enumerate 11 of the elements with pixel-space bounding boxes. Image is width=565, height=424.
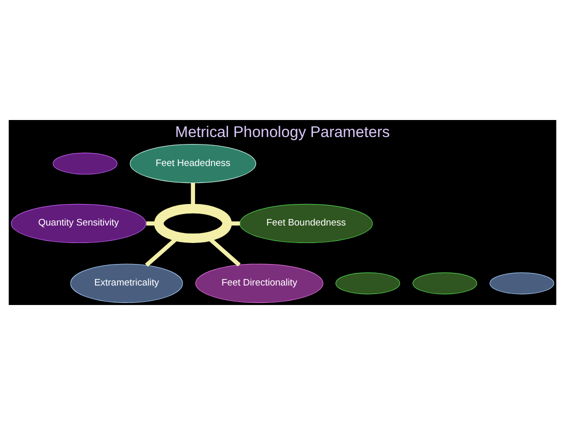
node-ring: [154, 203, 232, 243]
node-ellipse: Extrametricality: [70, 263, 183, 302]
node-ellipse: [336, 272, 400, 294]
node-ellipse: Feet Directionality: [195, 263, 324, 302]
node-ellipse: [52, 152, 118, 174]
diagram-title: Metrical Phonology Parameters: [175, 124, 390, 141]
node-ellipse: [490, 272, 554, 294]
node-ellipse: Feet Boundedness: [240, 203, 373, 243]
node-ellipse: [412, 272, 478, 294]
node-ellipse: Feet Headedness: [130, 143, 256, 183]
node-ellipse: Quantity Sensitivity: [10, 203, 146, 243]
